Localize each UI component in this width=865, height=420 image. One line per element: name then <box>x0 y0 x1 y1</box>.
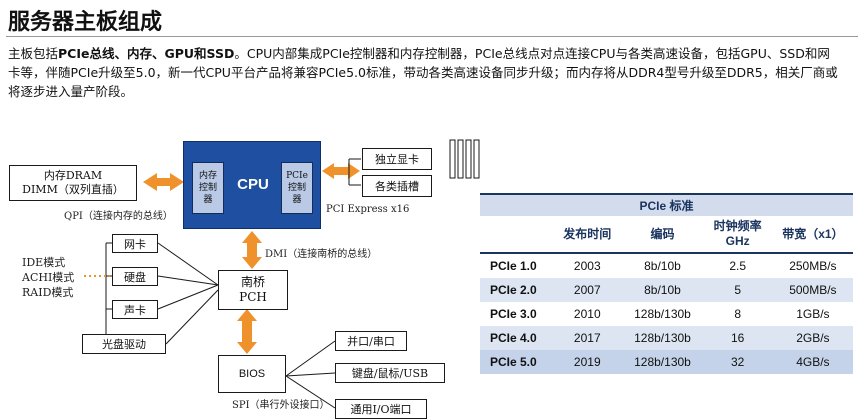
table-header-cell: 发布时间 <box>552 216 623 254</box>
memory-dram-box: 内存DRAM DIMM（双列直插） <box>9 165 137 201</box>
table-cell: 500MB/s <box>772 278 853 302</box>
optical-drive-box: 光盘驱动 <box>82 334 166 354</box>
table-header-cell: 编码 <box>622 216 703 254</box>
table-cell: 2.5 <box>729 259 747 273</box>
qpi-label: QPI（连接内存的总线） <box>64 211 173 222</box>
sound-box: 声卡 <box>112 300 158 319</box>
title-divider <box>6 36 858 37</box>
pcie-express-label: PCI Express x16 <box>326 204 410 215</box>
bios-box: BIOS <box>218 355 286 393</box>
general-io-box: 通用I/O端口 <box>335 399 427 419</box>
intro-text-1: 主板包括 <box>8 46 59 61</box>
disk-box: 硬盘 <box>112 267 158 286</box>
pcie-standards-table: PCIe 标准 发布时间 编码 时钟频率 GHz 带宽（x1） PCIe 1.0… <box>480 193 853 374</box>
intro-text-2: 。CPU内部集成PCIe控制器和内存控制器，PCIe总线点对点连接CPU与各类高… <box>8 46 838 99</box>
table-header-cell: 时钟频率 GHz <box>702 216 773 254</box>
table-cell: 4GB/s <box>772 350 853 374</box>
table-cell: 2019 <box>552 350 623 374</box>
table-cell: 128b/130b <box>622 326 703 350</box>
table-cell: PCIe 5.0 <box>480 350 553 374</box>
table-cell: 2007 <box>552 278 623 302</box>
table-caption: PCIe 标准 <box>480 193 853 216</box>
table-cell: 2003 <box>573 259 601 273</box>
gpu-box: 独立显卡 <box>362 148 432 170</box>
intro-text-bold: PCIe总线、内存、GPU和SSD <box>58 46 235 61</box>
disk-modes-label: IDE模式 ACHI模式 RAID模式 <box>22 256 75 299</box>
table-cell: 2017 <box>552 326 623 350</box>
dmi-label: DMI（连接南桥的总线） <box>265 249 378 260</box>
cpu-block: 内存 控制 器 CPU PCIe 控制 器 <box>183 141 321 229</box>
nic-box: 网卡 <box>112 234 158 253</box>
table-cell: 1GB/s <box>796 307 830 321</box>
pch-box: 南桥 PCH <box>218 270 288 310</box>
table-row: PCIe 2.0 2007 8b/10b 5 500MB/s <box>480 278 853 302</box>
table-cell: PCIe 4.0 <box>480 326 553 350</box>
bios-arrow <box>237 309 257 354</box>
pcie-slots-icon <box>449 139 480 179</box>
table-row: PCIe 5.0 2019 128b/130b 32 4GB/s <box>480 350 853 374</box>
page-title: 服务器主板组成 <box>8 10 163 35</box>
pcie-arrow <box>322 163 360 179</box>
table-cell: PCIe 2.0 <box>480 278 553 302</box>
slots-box: 各类插槽 <box>362 175 432 197</box>
qpi-arrow <box>143 173 184 191</box>
table-cell: 8b/10b <box>622 278 703 302</box>
table-cell: 2GB/s <box>772 326 853 350</box>
table-cell: 5 <box>702 278 773 302</box>
table-cell: 8b/10b <box>644 259 681 273</box>
table-cell: PCIe 1.0 <box>490 259 537 273</box>
dmi-arrow <box>242 231 262 269</box>
table-cell: 128b/130b <box>634 307 691 321</box>
table-cell: 128b/130b <box>622 350 703 374</box>
pcie-controller: PCIe 控制 器 <box>281 162 313 214</box>
table-row: PCIe 4.0 2017 128b/130b 16 2GB/s <box>480 326 853 350</box>
table-cell: 2010 <box>573 307 601 321</box>
table-cell: PCIe 3.0 <box>490 307 537 321</box>
intro-paragraph: 主板包括PCIe总线、内存、GPU和SSD。CPU内部集成PCIe控制器和内存控… <box>8 44 838 101</box>
table-cell: 16 <box>702 326 773 350</box>
parallel-serial-port-box: 并口/串口 <box>335 331 407 351</box>
spi-label: SPI（串行外设接口） <box>232 400 330 411</box>
cpu-label: CPU <box>237 176 269 193</box>
table-cell: 32 <box>702 350 773 374</box>
table-cell: 250MB/s <box>789 259 837 273</box>
memory-controller: 内存 控制 器 <box>192 162 224 214</box>
table-header-cell <box>480 216 553 254</box>
table-header-cell: 带宽（x1） <box>772 216 853 254</box>
keyboard-mouse-usb-box: 键盘/鼠标/USB <box>335 363 445 383</box>
table-cell: 8 <box>734 307 742 321</box>
table-row: PCIe 3.0 2010 128b/130b 8 1GB/s <box>480 302 853 326</box>
table-row: PCIe 1.0 2003 8b/10b 2.5 250MB/s <box>480 253 853 278</box>
